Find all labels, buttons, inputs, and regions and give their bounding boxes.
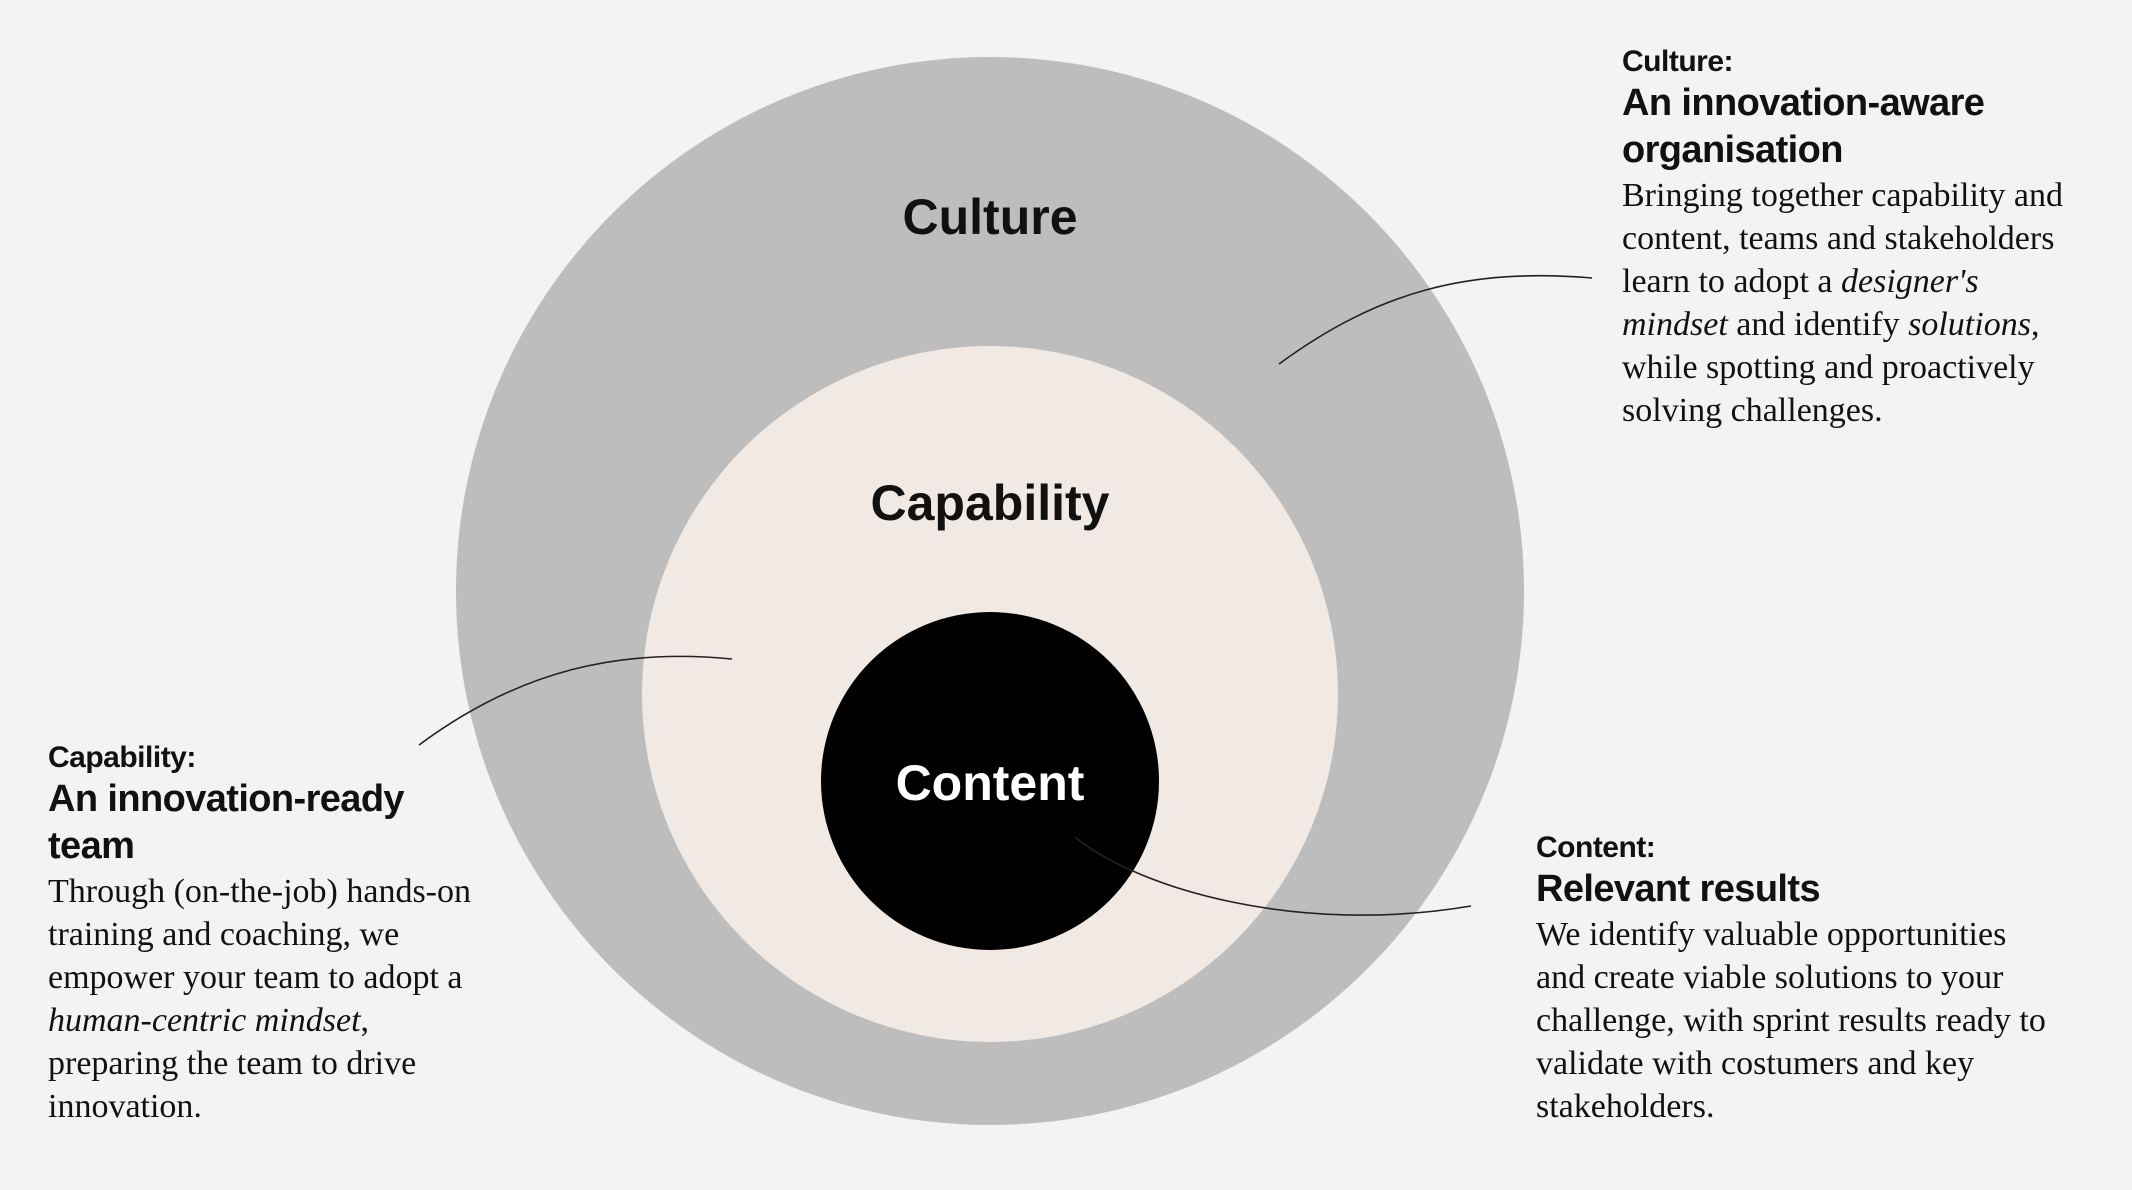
culture-body-em2: solutions	[1908, 306, 2031, 343]
culture-ring-label: Culture	[903, 189, 1078, 245]
capability-kicker: Capability:	[48, 741, 196, 774]
capability-heading: An innovation-ready team	[48, 778, 405, 867]
capability-description: Through (on-the-job) hands-on training a…	[48, 870, 488, 1128]
capability-annotation: Capability: An innovation-ready team Thr…	[48, 740, 488, 1128]
culture-body-em1: designer's mindset	[1622, 263, 1979, 343]
culture-body-post: , while spotting and proactively solving…	[1622, 306, 2040, 429]
content-core-label: Content	[896, 755, 1085, 811]
content-heading: Relevant results	[1536, 868, 1821, 910]
culture-annotation: Culture: An innovation-aware organisatio…	[1622, 44, 2092, 432]
culture-heading-line1: An innovation-aware	[1622, 82, 1985, 124]
content-description: We identify valuable opportunities and c…	[1536, 916, 2046, 1125]
culture-kicker: Culture:	[1622, 45, 1734, 78]
content-kicker: Content:	[1536, 831, 1656, 864]
content-core	[821, 612, 1159, 950]
culture-description: Bringing together capability and content…	[1622, 174, 2092, 432]
capability-ring-label: Capability	[871, 475, 1110, 531]
capability-body-pre: Through (on-the-job) hands-on training a…	[48, 873, 472, 996]
capability-body-post: , preparing the team to drive innovation…	[48, 1002, 417, 1125]
culture-heading: An innovation-aware organisation	[1622, 80, 2092, 174]
content-connector-line	[1074, 836, 1472, 916]
capability-body-em: human-centric mindset	[48, 1002, 361, 1039]
capability-connector-line	[418, 655, 733, 746]
culture-body-pre: Bringing together capability and content…	[1622, 177, 2063, 300]
culture-connector-line	[1278, 274, 1593, 365]
content-annotation: Content: Relevant results We identify va…	[1536, 830, 2056, 1128]
culture-heading-line2: organisation	[1622, 129, 1843, 171]
culture-body-mid: and identify	[1727, 306, 1909, 343]
